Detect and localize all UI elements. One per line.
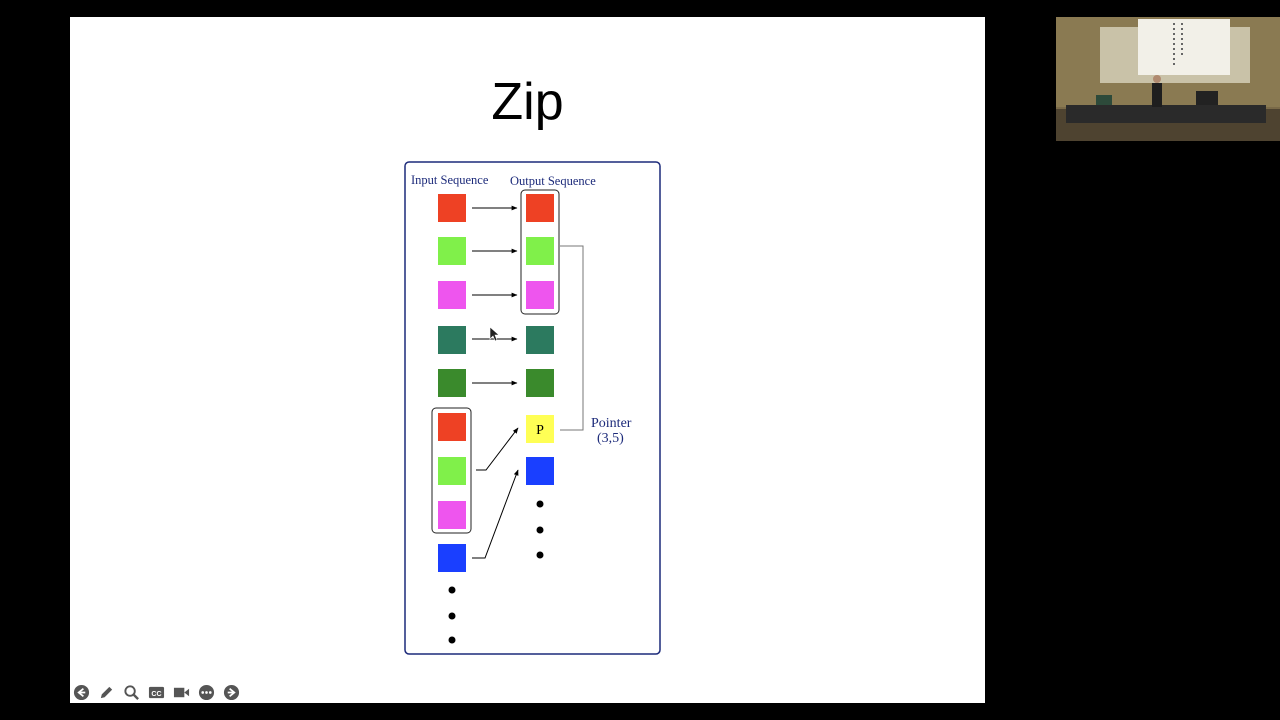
input-block-green [438,369,466,397]
input-block-teal [438,326,466,354]
input-ellipsis-dot [448,612,456,620]
more-icon[interactable] [197,683,215,701]
input-repeat-group-box [431,407,472,534]
video-icon[interactable] [172,683,190,701]
input-block-light-green-2 [438,457,466,485]
input-block-magenta-1 [438,281,466,309]
input-block-red-1 [438,194,466,222]
zoom-icon[interactable] [122,683,140,701]
slide: Zip Input Sequence Output Sequence P [70,17,985,703]
diagram-frame [404,161,661,655]
output-block-pointer [526,415,554,443]
webcam-scene-image [1056,17,1280,141]
output-block-magenta [526,281,554,309]
output-block-green [526,369,554,397]
presenter-webcam-thumbnail [1056,17,1280,141]
output-ellipsis-dot [536,500,544,508]
pointer-value: (3,5) [597,431,624,446]
pointer-reference-connector [560,245,584,431]
input-ellipsis-dot [448,586,456,594]
input-block-red-2 [438,413,466,441]
output-block-blue [526,457,554,485]
forward-icon[interactable] [222,683,240,701]
pointer-label: Pointer [591,416,632,431]
input-sequence-label: Input Sequence [411,173,489,187]
input-block-light-green-1 [438,237,466,265]
blue-copy-arrow [472,469,519,559]
svg-text:CC: CC [151,689,161,697]
input-block-blue [438,544,466,572]
output-block-light-green [526,237,554,265]
pen-icon[interactable] [97,683,115,701]
group-to-pointer-arrow [476,427,519,471]
input-ellipsis-dot [448,636,456,644]
input-block-magenta-2 [438,501,466,529]
captions-icon[interactable]: CC [147,683,165,701]
output-block-teal [526,326,554,354]
mouse-cursor-icon [489,326,500,342]
output-ellipsis-dot [536,526,544,534]
output-ellipsis-dot [536,551,544,559]
output-sequence-label: Output Sequence [510,174,596,188]
pointer-marker-label: P [536,423,544,438]
zip-diagram: Input Sequence Output Sequence P [404,161,661,655]
back-icon[interactable] [72,683,90,701]
output-block-red [526,194,554,222]
output-referenced-group-box [520,189,560,315]
slide-title: Zip [491,73,564,131]
presentation-toolbar: CC [72,683,240,701]
